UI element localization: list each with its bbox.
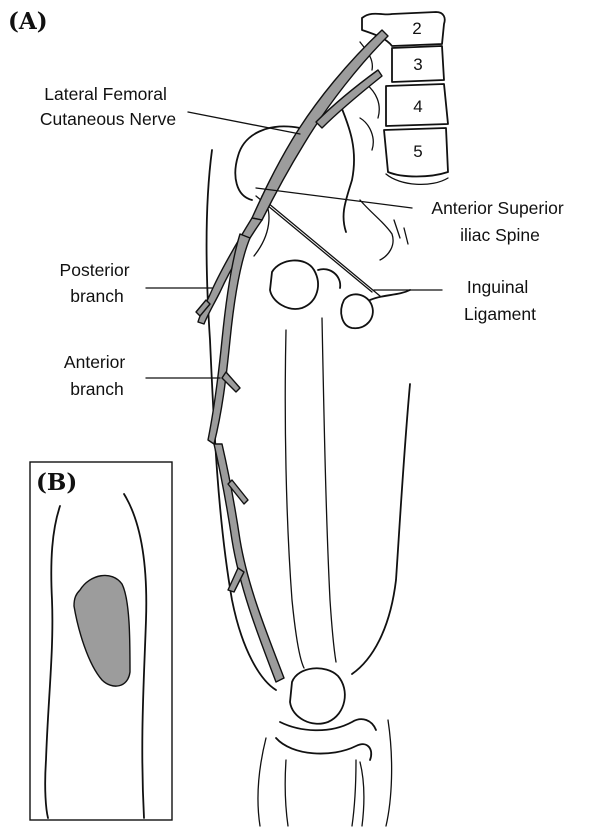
- thigh: [207, 150, 411, 690]
- inguinal-ligament-line-2: [262, 198, 380, 296]
- thigh-medial-outline: [352, 384, 410, 674]
- femoral-condyle-line: [280, 719, 376, 730]
- leg-outline: [258, 720, 392, 826]
- sacrum-top: [386, 174, 448, 184]
- leader-asis: [256, 188, 412, 208]
- fibula-line: [360, 762, 364, 826]
- femur-shaft-lateral: [285, 330, 304, 668]
- vertebra-label-2: 2: [412, 19, 421, 38]
- pubic-symphysis-line: [370, 290, 410, 300]
- label-anterior-branch: Anterior branch: [64, 352, 130, 399]
- acetabulum-rim: [318, 269, 340, 288]
- label-inguinal-ligament: Inguinal Ligament: [464, 277, 536, 324]
- vertebra-label-5: 5: [413, 142, 422, 161]
- anterior-branch-lower: [214, 444, 284, 682]
- femoral-head: [270, 260, 318, 308]
- patella: [290, 668, 345, 723]
- vertebra-label-4: 4: [413, 97, 422, 116]
- sacral-marks: [394, 220, 408, 244]
- tibia-shaft: [285, 760, 356, 826]
- femur-shaft-medial: [322, 318, 336, 662]
- label-posterior-branch: Posterior branch: [60, 260, 135, 306]
- pubic-ramus: [341, 294, 373, 328]
- label-anterior-superior-iliac-spine: Anterior Superior iliac Spine: [431, 198, 568, 245]
- tibial-plateau: [276, 738, 371, 760]
- panel-b-inset: (B): [30, 462, 172, 820]
- lateral-femoral-cutaneous-nerve: [196, 30, 388, 682]
- sacral-wing: [360, 200, 393, 260]
- inguinal-ligament-line-1: [256, 196, 372, 292]
- panel-b-label: (B): [36, 469, 77, 496]
- panel-a-label: (A): [8, 8, 48, 35]
- label-lateral-femoral-cutaneous-nerve: Lateral Femoral Cutaneous Nerve: [40, 84, 176, 129]
- sacroiliac-contour: [340, 104, 354, 232]
- leader-lfcn: [188, 112, 300, 134]
- vertebra-label-3: 3: [413, 55, 422, 74]
- knee: [258, 668, 392, 826]
